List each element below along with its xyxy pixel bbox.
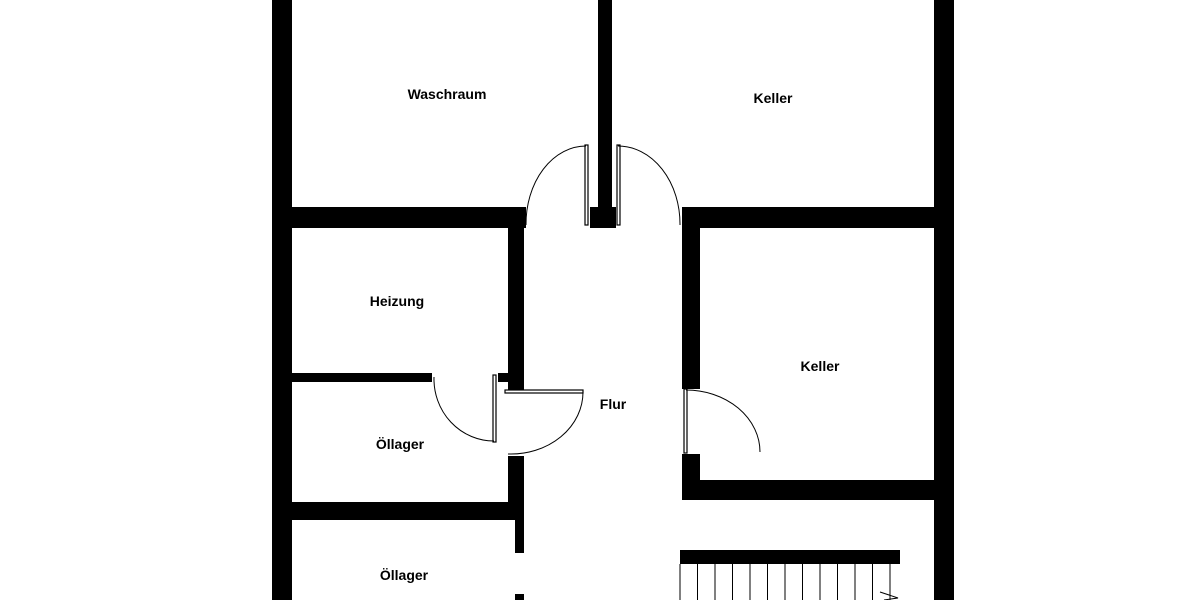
stair-treads [679,564,891,600]
doors [433,144,761,455]
door-waschraum [525,144,589,226]
wall-oellager-divider [272,502,524,520]
room-label-oellager-2: Öllager [379,567,429,583]
door-keller-top [616,144,681,226]
door-keller-right [683,388,761,454]
wall-center-stub [590,207,616,228]
room-label-waschraum: Waschraum [407,86,487,102]
stair-arrow-icon [879,591,899,600]
wall-center-top [598,0,612,228]
wall-keller-top-bottom [682,207,954,228]
wall-waschraum-bottom [272,207,526,228]
room-label-keller-right: Keller [800,358,840,374]
room-label-flur: Flur [599,396,627,412]
room-label-heizung: Heizung [369,293,425,309]
outer-wall-right [934,0,954,600]
wall-oellager2-right-stub [515,594,524,600]
wall-heizung-bottom [272,373,432,382]
staircase [679,550,900,600]
walls [272,0,954,600]
room-label-oellager-1: Öllager [375,436,425,452]
wall-keller-right-bottom [682,480,954,500]
wall-keller-right-left [682,207,700,389]
wall-heizung-right [508,207,524,390]
wall-heizung-bottom-stub [498,373,524,382]
outer-wall-left [272,0,292,600]
wall-oellager2-right [515,520,524,553]
door-oellager [504,389,584,455]
door-heizung [433,374,497,443]
stair-rail [680,550,900,564]
room-label-keller-top: Keller [753,90,793,106]
